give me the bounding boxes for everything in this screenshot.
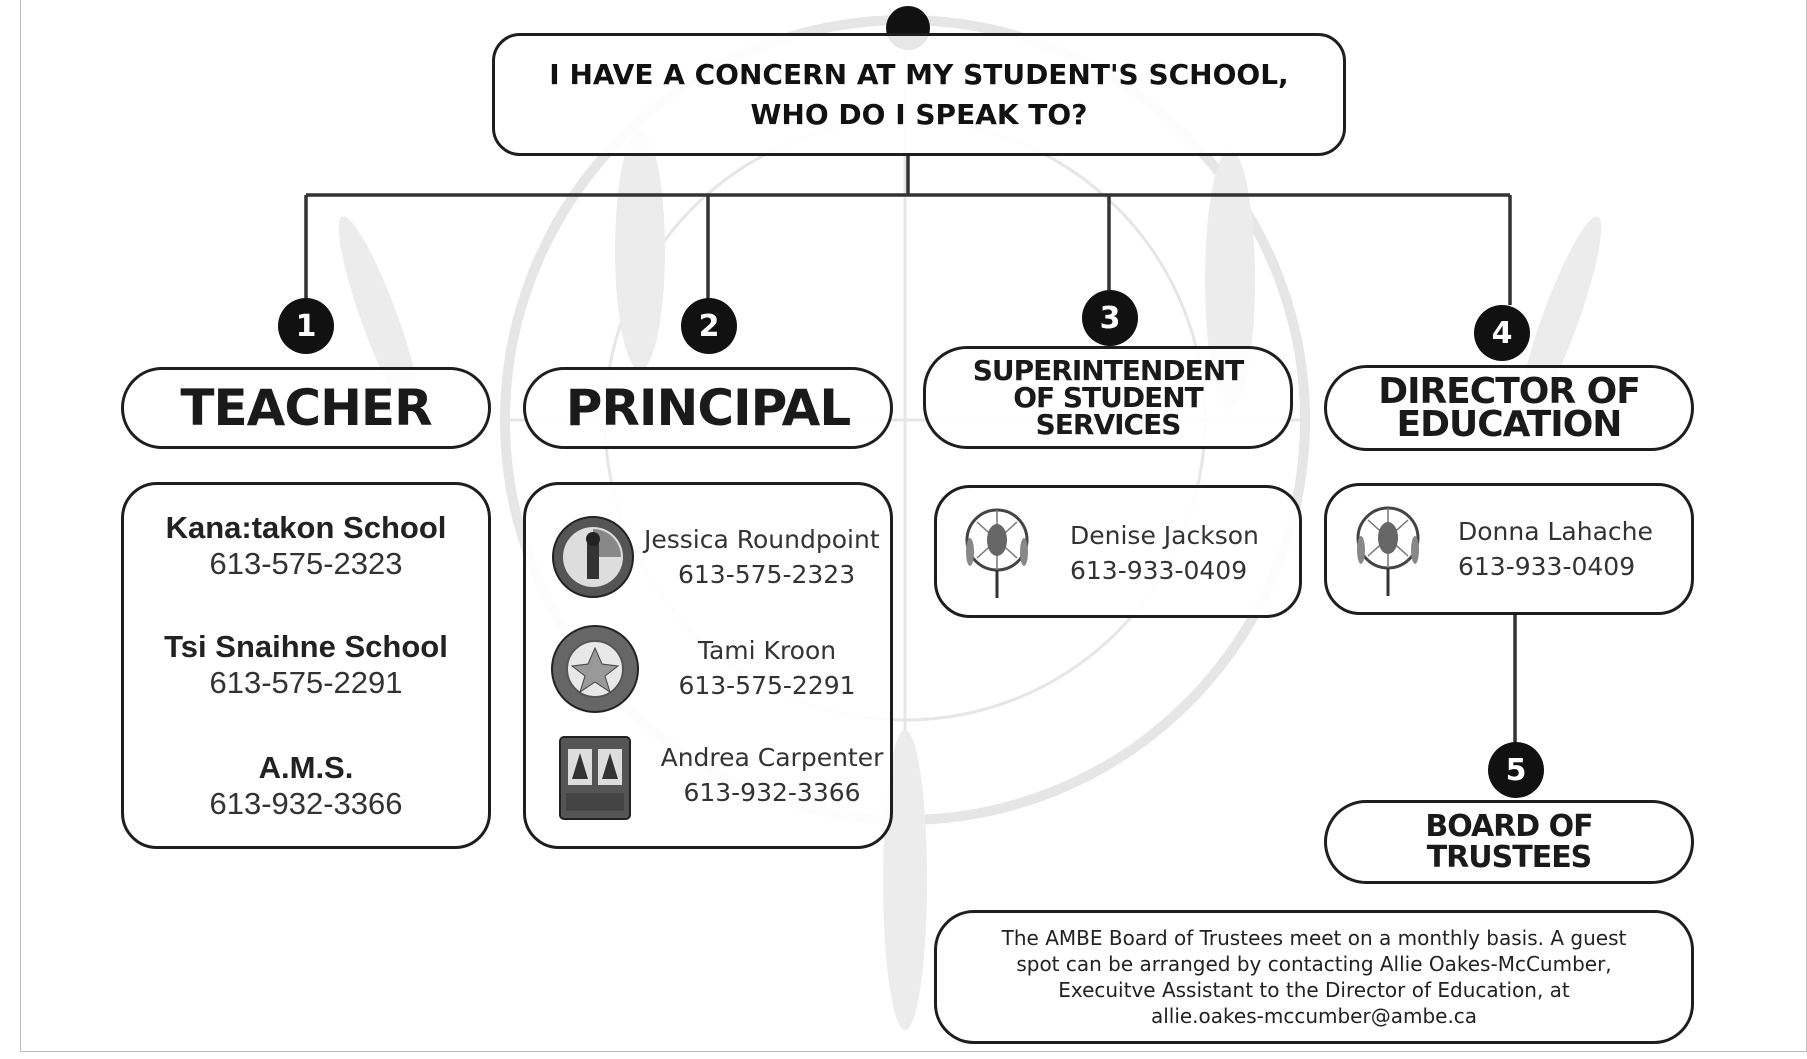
ams-logo [559, 736, 631, 820]
contact-name: Andrea Carpenter [660, 743, 884, 772]
director-label-line-1: DIRECTOR OF [1378, 371, 1641, 412]
contact-phone: 613-575-2323 [678, 560, 856, 589]
contact-phone: 613-933-0409 [1458, 552, 1636, 581]
director-card: Donna Lahache 613-933-0409 [1324, 483, 1694, 615]
school-phone: 613-575-2323 [209, 546, 403, 581]
contact-phone: 613-933-0409 [1070, 556, 1248, 585]
superintendent-card: Denise Jackson 613-933-0409 [934, 485, 1302, 618]
school-name: Tsi Snaihne School [164, 629, 448, 664]
superintendent-contact: Denise Jackson 613-933-0409 [1070, 521, 1259, 585]
tsi-snaihne-school-logo [551, 625, 639, 713]
superintendent-label-line-2: OF STUDENT [1013, 381, 1204, 414]
contact-name: Tami Kroon [697, 636, 837, 665]
contact-name: Denise Jackson [1070, 521, 1259, 550]
school-phone: 613-575-2291 [209, 665, 403, 700]
kanatakon-school-logo [552, 516, 634, 598]
contact-name: Donna Lahache [1458, 517, 1653, 546]
step-badge-1: 1 [278, 298, 334, 354]
title-line-2: WHO DO I SPEAK TO? [750, 97, 1088, 131]
principal-contact-3: Andrea Carpenter 613-932-3366 [652, 743, 892, 807]
contact-phone: 613-932-3366 [683, 778, 861, 807]
contact-phone: 613-575-2291 [678, 671, 856, 700]
director-label-line-2: EDUCATION [1396, 404, 1623, 445]
teacher-card: Kana:takon School 613-575-2323 Tsi Snaih… [121, 482, 491, 849]
principal-label: PRINCIPAL [565, 379, 852, 437]
ambe-dreamcatcher-logo [965, 508, 1029, 598]
school-name: A.M.S. [258, 750, 354, 785]
board-note: The AMBE Board of Trustees meet on a mon… [934, 910, 1694, 1044]
board-pill: BOARD OF TRUSTEES [1324, 800, 1694, 884]
title-line-1: I HAVE A CONCERN AT MY STUDENT'S SCHOOL, [549, 57, 1289, 91]
principal-card: Jessica Roundpoint 613-575-2323 Tami Kro… [523, 482, 893, 849]
ambe-dreamcatcher-logo [1356, 506, 1420, 596]
superintendent-label-line-1: SUPERINTENDENT [972, 354, 1245, 387]
step-badge-2: 2 [681, 298, 737, 354]
superintendent-label-line-3: SERVICES [1035, 408, 1182, 441]
superintendent-pill: SUPERINTENDENT OF STUDENT SERVICES [923, 346, 1293, 449]
step-badge-3: 3 [1082, 290, 1138, 346]
board-note-email[interactable]: allie.oakes-mccumber@ambe.ca [1150, 1004, 1478, 1028]
title-box: I HAVE A CONCERN AT MY STUDENT'S SCHOOL,… [492, 33, 1346, 156]
principal-contact-1: Jessica Roundpoint 613-575-2323 [644, 525, 894, 589]
teacher-label: TEACHER [180, 379, 432, 437]
teacher-pill: TEACHER [121, 367, 491, 449]
director-contact: Donna Lahache 613-933-0409 [1458, 517, 1653, 581]
board-note-line-2: spot can be arranged by contacting Allie… [1016, 952, 1612, 976]
principal-contact-2: Tami Kroon 613-575-2291 [652, 636, 882, 700]
contact-name: Jessica Roundpoint [644, 525, 880, 554]
step-badge-4: 4 [1474, 305, 1530, 361]
school-phone: 613-932-3366 [209, 786, 403, 821]
principal-pill: PRINCIPAL [523, 367, 893, 449]
board-label-line-1: BOARD OF [1425, 809, 1593, 844]
board-label-line-2: TRUSTEES [1426, 840, 1593, 875]
director-pill: DIRECTOR OF EDUCATION [1324, 365, 1694, 451]
step-badge-5: 5 [1488, 742, 1544, 798]
board-note-line-1: The AMBE Board of Trustees meet on a mon… [1001, 926, 1627, 950]
board-note-line-3: Execuitve Assistant to the Director of E… [1058, 978, 1570, 1002]
school-name: Kana:takon School [165, 510, 447, 545]
teacher-contact-3: A.M.S. 613-932-3366 [124, 750, 488, 822]
teacher-contact-2: Tsi Snaihne School 613-575-2291 [124, 629, 488, 701]
teacher-contact-1: Kana:takon School 613-575-2323 [124, 510, 488, 582]
